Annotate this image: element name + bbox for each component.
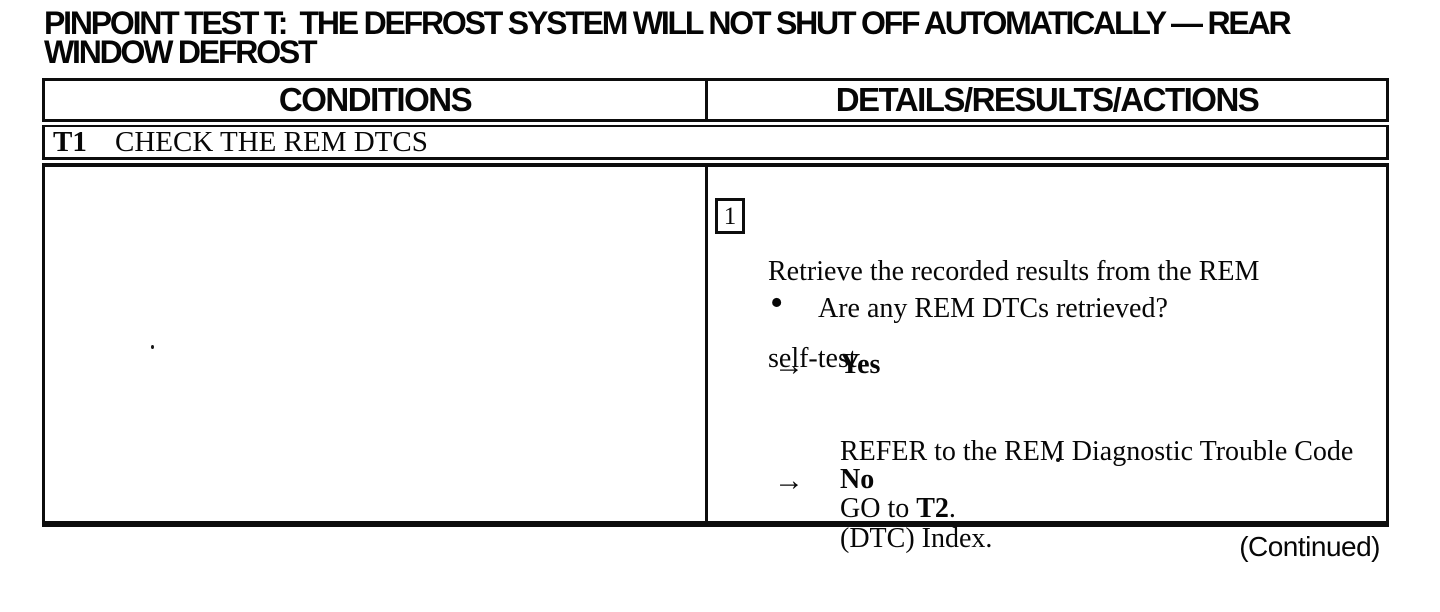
arrow-icon: → — [774, 349, 804, 382]
page-title: PINPOINT TEST T: THE DEFROST SYSTEM WILL… — [44, 5, 1292, 70]
manual-page: PINPOINT TEST T: THE DEFROST SYSTEM WILL… — [42, 5, 1389, 562]
step-number-box: 1 — [715, 198, 745, 234]
page-title-line-2: WINDOW DEFROST — [44, 34, 318, 70]
no-action-target-step: T2 — [916, 493, 949, 524]
yes-action-line: (DTC) Index. — [840, 523, 993, 554]
instruction-line: Retrieve the recorded results from the R… — [768, 256, 1260, 287]
no-action-suffix: . — [948, 493, 956, 524]
page-title-line-1: PINPOINT TEST T: THE DEFROST SYSTEM WILL… — [44, 5, 1292, 41]
yes-label: Yes — [840, 349, 881, 380]
yes-action-text: REFER to the REM Diagnostic Trouble Code… — [840, 379, 1353, 611]
header-conditions: CONDITIONS — [45, 81, 708, 119]
step-number: 1 — [723, 202, 737, 230]
continued-note: (Continued) — [1239, 531, 1380, 562]
test-step-id: T1 — [53, 125, 87, 158]
arrow-icon: → — [774, 464, 804, 497]
header-details-results-actions: DETAILS/RESULTS/ACTIONS — [835, 81, 1260, 118]
pinpoint-test-table: CONDITIONS DETAILS/RESULTS/ACTIONS T1 CH… — [42, 78, 1389, 553]
bullet-icon: • — [770, 282, 784, 324]
no-label: No — [840, 464, 875, 495]
conditions-cell — [45, 167, 708, 521]
instruction-text: Retrieve the recorded results from the R… — [768, 199, 1259, 431]
scan-speck — [151, 345, 154, 349]
question-text: Are any REM DTCs retrieved? — [818, 293, 1168, 324]
instruction-line: self-test. — [768, 343, 864, 374]
scan-speck — [1056, 458, 1060, 462]
test-step-row-t1: T1 CHECK THE REM DTCS — [42, 125, 1389, 160]
test-body-row: 1 Retrieve the recorded results from the… — [42, 163, 1389, 553]
details-cell: 1 Retrieve the recorded results from the… — [708, 167, 1386, 553]
test-step-title: CHECK THE REM DTCS — [115, 125, 428, 158]
yes-action-line: REFER to the REM Diagnostic Trouble Code — [840, 436, 1354, 467]
no-action-prefix: GO to — [840, 493, 917, 524]
no-action-text: GO to T2. — [840, 494, 956, 523]
table-header-row: CONDITIONS DETAILS/RESULTS/ACTIONS — [42, 78, 1389, 122]
